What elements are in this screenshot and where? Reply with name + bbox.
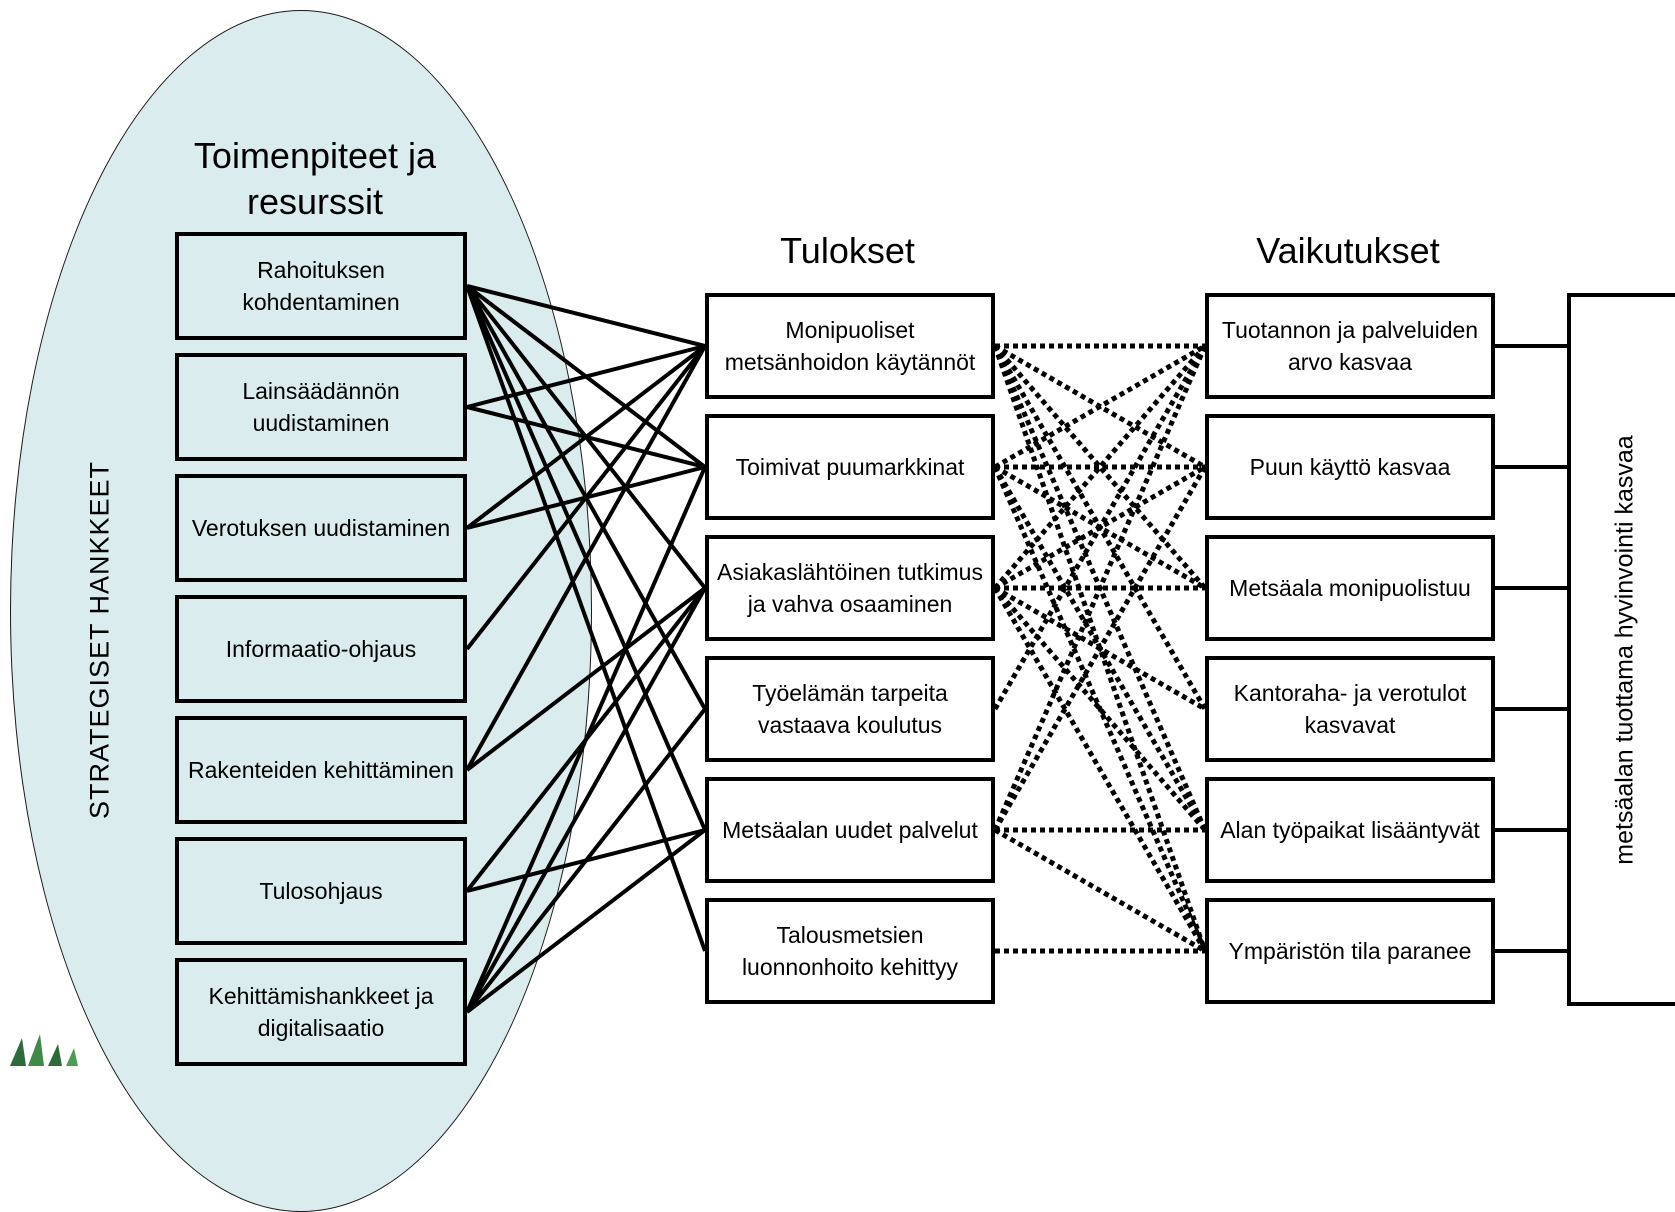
result-impact-link xyxy=(993,827,1207,954)
impact-box-4: Kantoraha- ja verotulot kasvavat xyxy=(1205,656,1495,762)
action-result-link xyxy=(465,466,707,1013)
result-box-4: Työelämän tarpeita vastaava koulutus xyxy=(705,656,995,762)
action-result-link xyxy=(466,344,706,409)
result-box-5: Metsäalan uudet palvelut xyxy=(705,777,995,883)
diagram-canvas: STRATEGISET HANKKEET Toimenpiteet ja res… xyxy=(10,10,1675,1212)
result-impact-link xyxy=(993,343,1207,470)
final-outcome-label: metsäalan tuottama hyvinvointi kasvaa xyxy=(1610,435,1639,865)
action-box-2: Lainsäädännön uudistaminen xyxy=(175,353,467,461)
action-box-1: Rahoituksen kohdentaminen xyxy=(175,232,467,340)
result-impact-link xyxy=(992,345,1208,831)
result-box-1: Monipuoliset metsänhoidon käytännöt xyxy=(705,293,995,399)
result-box-3: Asiakaslähtöinen tutkimus ja vahva osaam… xyxy=(705,535,995,641)
impact-box-2: Puun käyttö kasvaa xyxy=(1205,414,1495,520)
action-result-link xyxy=(465,345,707,771)
impact-box-5: Alan työpaikat lisääntyvät xyxy=(1205,777,1495,883)
action-result-link xyxy=(465,586,707,772)
action-result-link xyxy=(465,707,707,1014)
heading-results: Tulokset xyxy=(780,230,915,271)
action-box-5: Rakenteiden kehittäminen xyxy=(175,716,467,824)
result-box-6: Talousmetsien luonnonhoito kehittyy xyxy=(705,898,995,1004)
result-impact-link xyxy=(992,344,1208,711)
link-lines xyxy=(465,284,1567,1014)
final-outcome-box xyxy=(1567,293,1675,1006)
action-box-7: Kehittämishankkeet ja digitalisaatio xyxy=(175,958,467,1066)
action-box-4: Informaatio-ohjaus xyxy=(175,595,467,703)
action-result-link xyxy=(465,344,707,530)
action-box-6: Tulosohjaus xyxy=(175,837,467,945)
impact-box-1: Tuotannon ja palveluiden arvo kasvaa xyxy=(1205,293,1495,399)
action-result-link xyxy=(465,828,707,1014)
result-impact-link xyxy=(992,466,1208,952)
impact-box-3: Metsäala monipuolistuu xyxy=(1205,535,1495,641)
action-result-link xyxy=(465,285,707,952)
result-impact-link xyxy=(992,465,1208,832)
plant-decoration xyxy=(10,1034,78,1066)
heading-actions: Toimenpiteet ja resurssit xyxy=(193,135,437,222)
action-result-link xyxy=(465,587,707,1013)
action-result-link xyxy=(466,284,706,348)
result-impact-link xyxy=(992,586,1208,953)
action-result-link xyxy=(465,344,707,651)
impact-box-6: Ympäristön tila paranee xyxy=(1205,898,1495,1004)
result-impact-link xyxy=(992,345,1208,952)
action-box-3: Verotuksen uudistaminen xyxy=(175,474,467,582)
result-box-2: Toimivat puumarkkinat xyxy=(705,414,995,520)
heading-impacts: Vaikutukset xyxy=(1256,230,1440,271)
